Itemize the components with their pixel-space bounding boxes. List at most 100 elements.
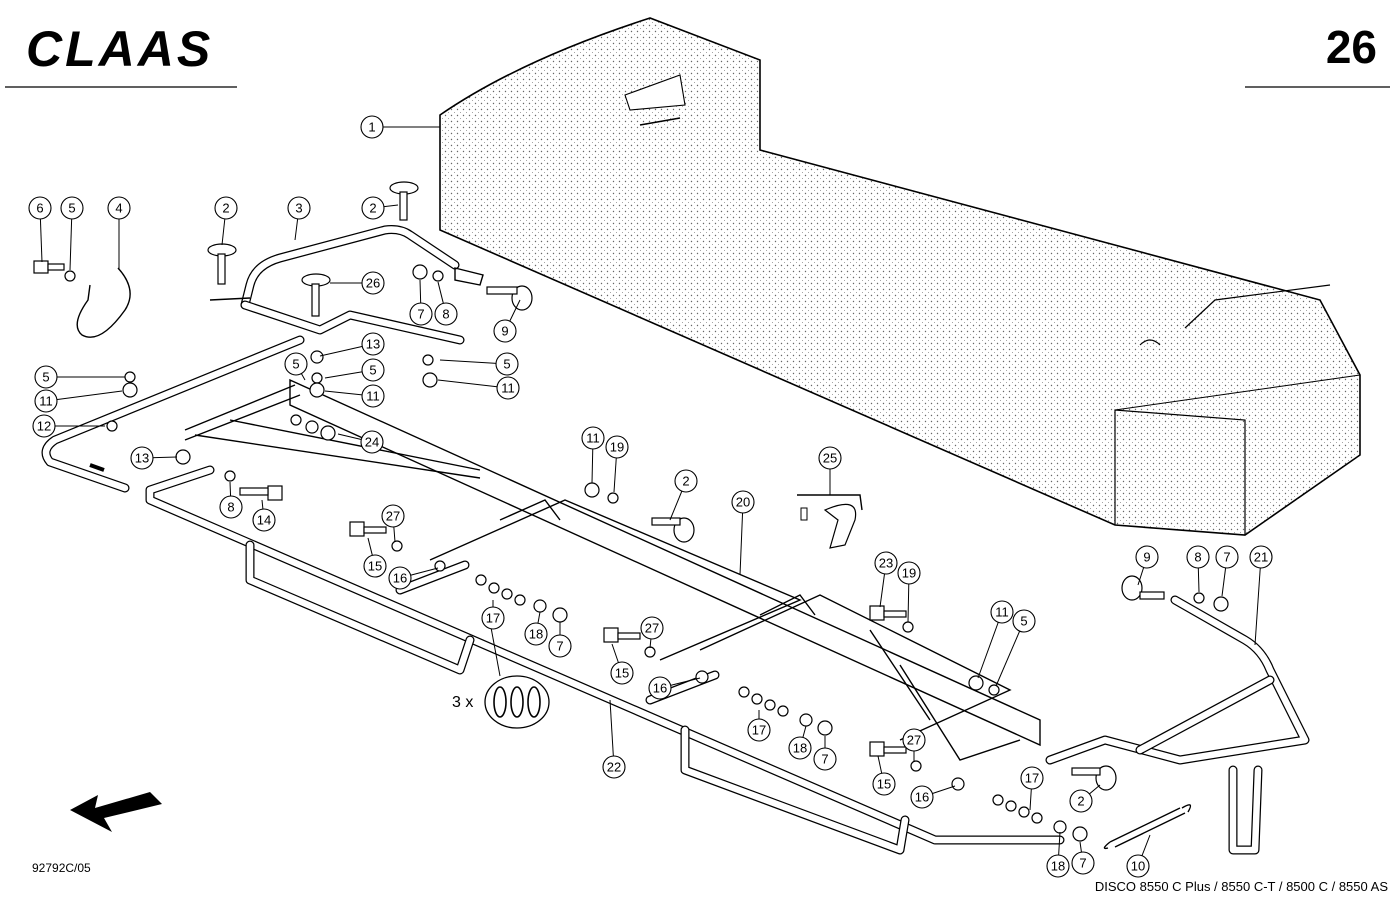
callout-label: 2 [222, 201, 229, 216]
callout-label: 9 [1143, 550, 1150, 565]
callout-7: 7 [409, 302, 433, 326]
callout-18: 18 [788, 736, 812, 760]
callout-5: 5 [284, 352, 308, 376]
callout-26: 26 [361, 271, 385, 295]
callout-18: 18 [524, 622, 548, 646]
callout-label: 2 [682, 474, 689, 489]
callout-label: 7 [417, 307, 424, 322]
callout-19: 19 [897, 561, 921, 585]
callout-5: 5 [60, 196, 84, 220]
callout-6: 6 [28, 196, 52, 220]
model-list: DISCO 8550 C Plus / 8550 C-T / 8500 C / … [1095, 879, 1388, 894]
callout-label: 5 [1020, 614, 1027, 629]
callout-label: 19 [610, 440, 624, 455]
callout-label: 1 [368, 120, 375, 135]
callout-label: 27 [645, 621, 659, 636]
callout-16: 16 [388, 566, 412, 590]
leader-line [739, 501, 744, 576]
callout-2: 2 [674, 469, 698, 493]
callout-17: 17 [1020, 766, 1044, 790]
callout-7: 7 [813, 747, 837, 771]
callout-label: 8 [227, 500, 234, 515]
callout-label: 16 [653, 681, 667, 696]
callout-21: 21 [1249, 545, 1273, 569]
callout-label: 27 [386, 509, 400, 524]
callout-11: 11 [496, 376, 520, 400]
callout-25: 25 [818, 446, 842, 470]
callout-14: 14 [252, 508, 276, 532]
callout-label: 11 [995, 605, 1009, 620]
hood-part [439, 17, 1361, 536]
callout-27: 27 [902, 728, 926, 752]
callout-22: 22 [602, 755, 626, 779]
callout-label: 18 [793, 741, 807, 756]
callout-label: 13 [366, 337, 380, 352]
left-tube-bar-part [41, 335, 305, 493]
callout-8: 8 [434, 302, 458, 326]
callout-label: 7 [1079, 856, 1086, 871]
washer-detail: 3 x [452, 621, 550, 729]
callout-15: 15 [610, 661, 634, 685]
callout-3: 3 [287, 196, 311, 220]
hardware-group [33, 181, 1229, 842]
callout-15: 15 [363, 554, 387, 578]
right-bracket-part [1045, 595, 1310, 855]
drawing-number: 92792C/05 [32, 861, 91, 875]
callout-label: 5 [42, 370, 49, 385]
callout-9: 9 [1135, 545, 1159, 569]
callout-label: 6 [36, 201, 43, 216]
svg-text:3 x: 3 x [452, 694, 473, 711]
callout-label: 27 [907, 733, 921, 748]
main-frame-part [184, 378, 1041, 761]
leader-lines [39, 126, 1262, 867]
callout-11: 11 [361, 384, 385, 408]
callout-24: 24 [360, 430, 384, 454]
callout-2: 2 [214, 196, 238, 220]
leader-line [1254, 556, 1262, 646]
callout-label: 11 [39, 394, 53, 409]
callout-label: 15 [877, 777, 891, 792]
callout-label: 11 [501, 381, 515, 396]
callout-7: 7 [1071, 851, 1095, 875]
callout-8: 8 [219, 495, 243, 519]
callout-label: 8 [442, 307, 449, 322]
callout-17: 17 [481, 606, 505, 630]
callout-13: 13 [361, 332, 385, 356]
callout-10: 10 [1126, 854, 1150, 878]
callout-12: 12 [32, 414, 56, 438]
callout-label: 17 [486, 611, 500, 626]
callout-label: 13 [135, 451, 149, 466]
callout-label: 25 [823, 451, 837, 466]
callout-18: 18 [1046, 854, 1070, 878]
callout-label: 4 [115, 201, 122, 216]
callout-label: 26 [366, 276, 380, 291]
callout-4: 4 [107, 196, 131, 220]
tension-link-part [1103, 804, 1192, 850]
callout-19: 19 [605, 435, 629, 459]
callout-label: 23 [879, 556, 893, 571]
callout-label: 18 [1051, 859, 1065, 874]
callout-8: 8 [1186, 545, 1210, 569]
callout-5: 5 [34, 365, 58, 389]
callout-label: 5 [68, 201, 75, 216]
callout-5: 5 [495, 352, 519, 376]
callout-13: 13 [130, 446, 154, 470]
callout-11: 11 [990, 600, 1014, 624]
callout-7: 7 [548, 634, 572, 658]
callout-label: 7 [556, 639, 563, 654]
callout-11: 11 [581, 426, 605, 450]
callout-label: 15 [368, 559, 382, 574]
arrow-down-left-icon [70, 792, 162, 832]
upper-bracket-part [209, 225, 484, 345]
callout-label: 11 [366, 389, 380, 404]
callout-label: 5 [292, 357, 299, 372]
callout-label: 11 [586, 431, 600, 446]
callout-23: 23 [874, 551, 898, 575]
leader-line [437, 379, 509, 389]
callout-20: 20 [731, 490, 755, 514]
callout-label: 5 [503, 357, 510, 372]
callout-label: 24 [365, 435, 379, 450]
strap-part [797, 494, 863, 549]
